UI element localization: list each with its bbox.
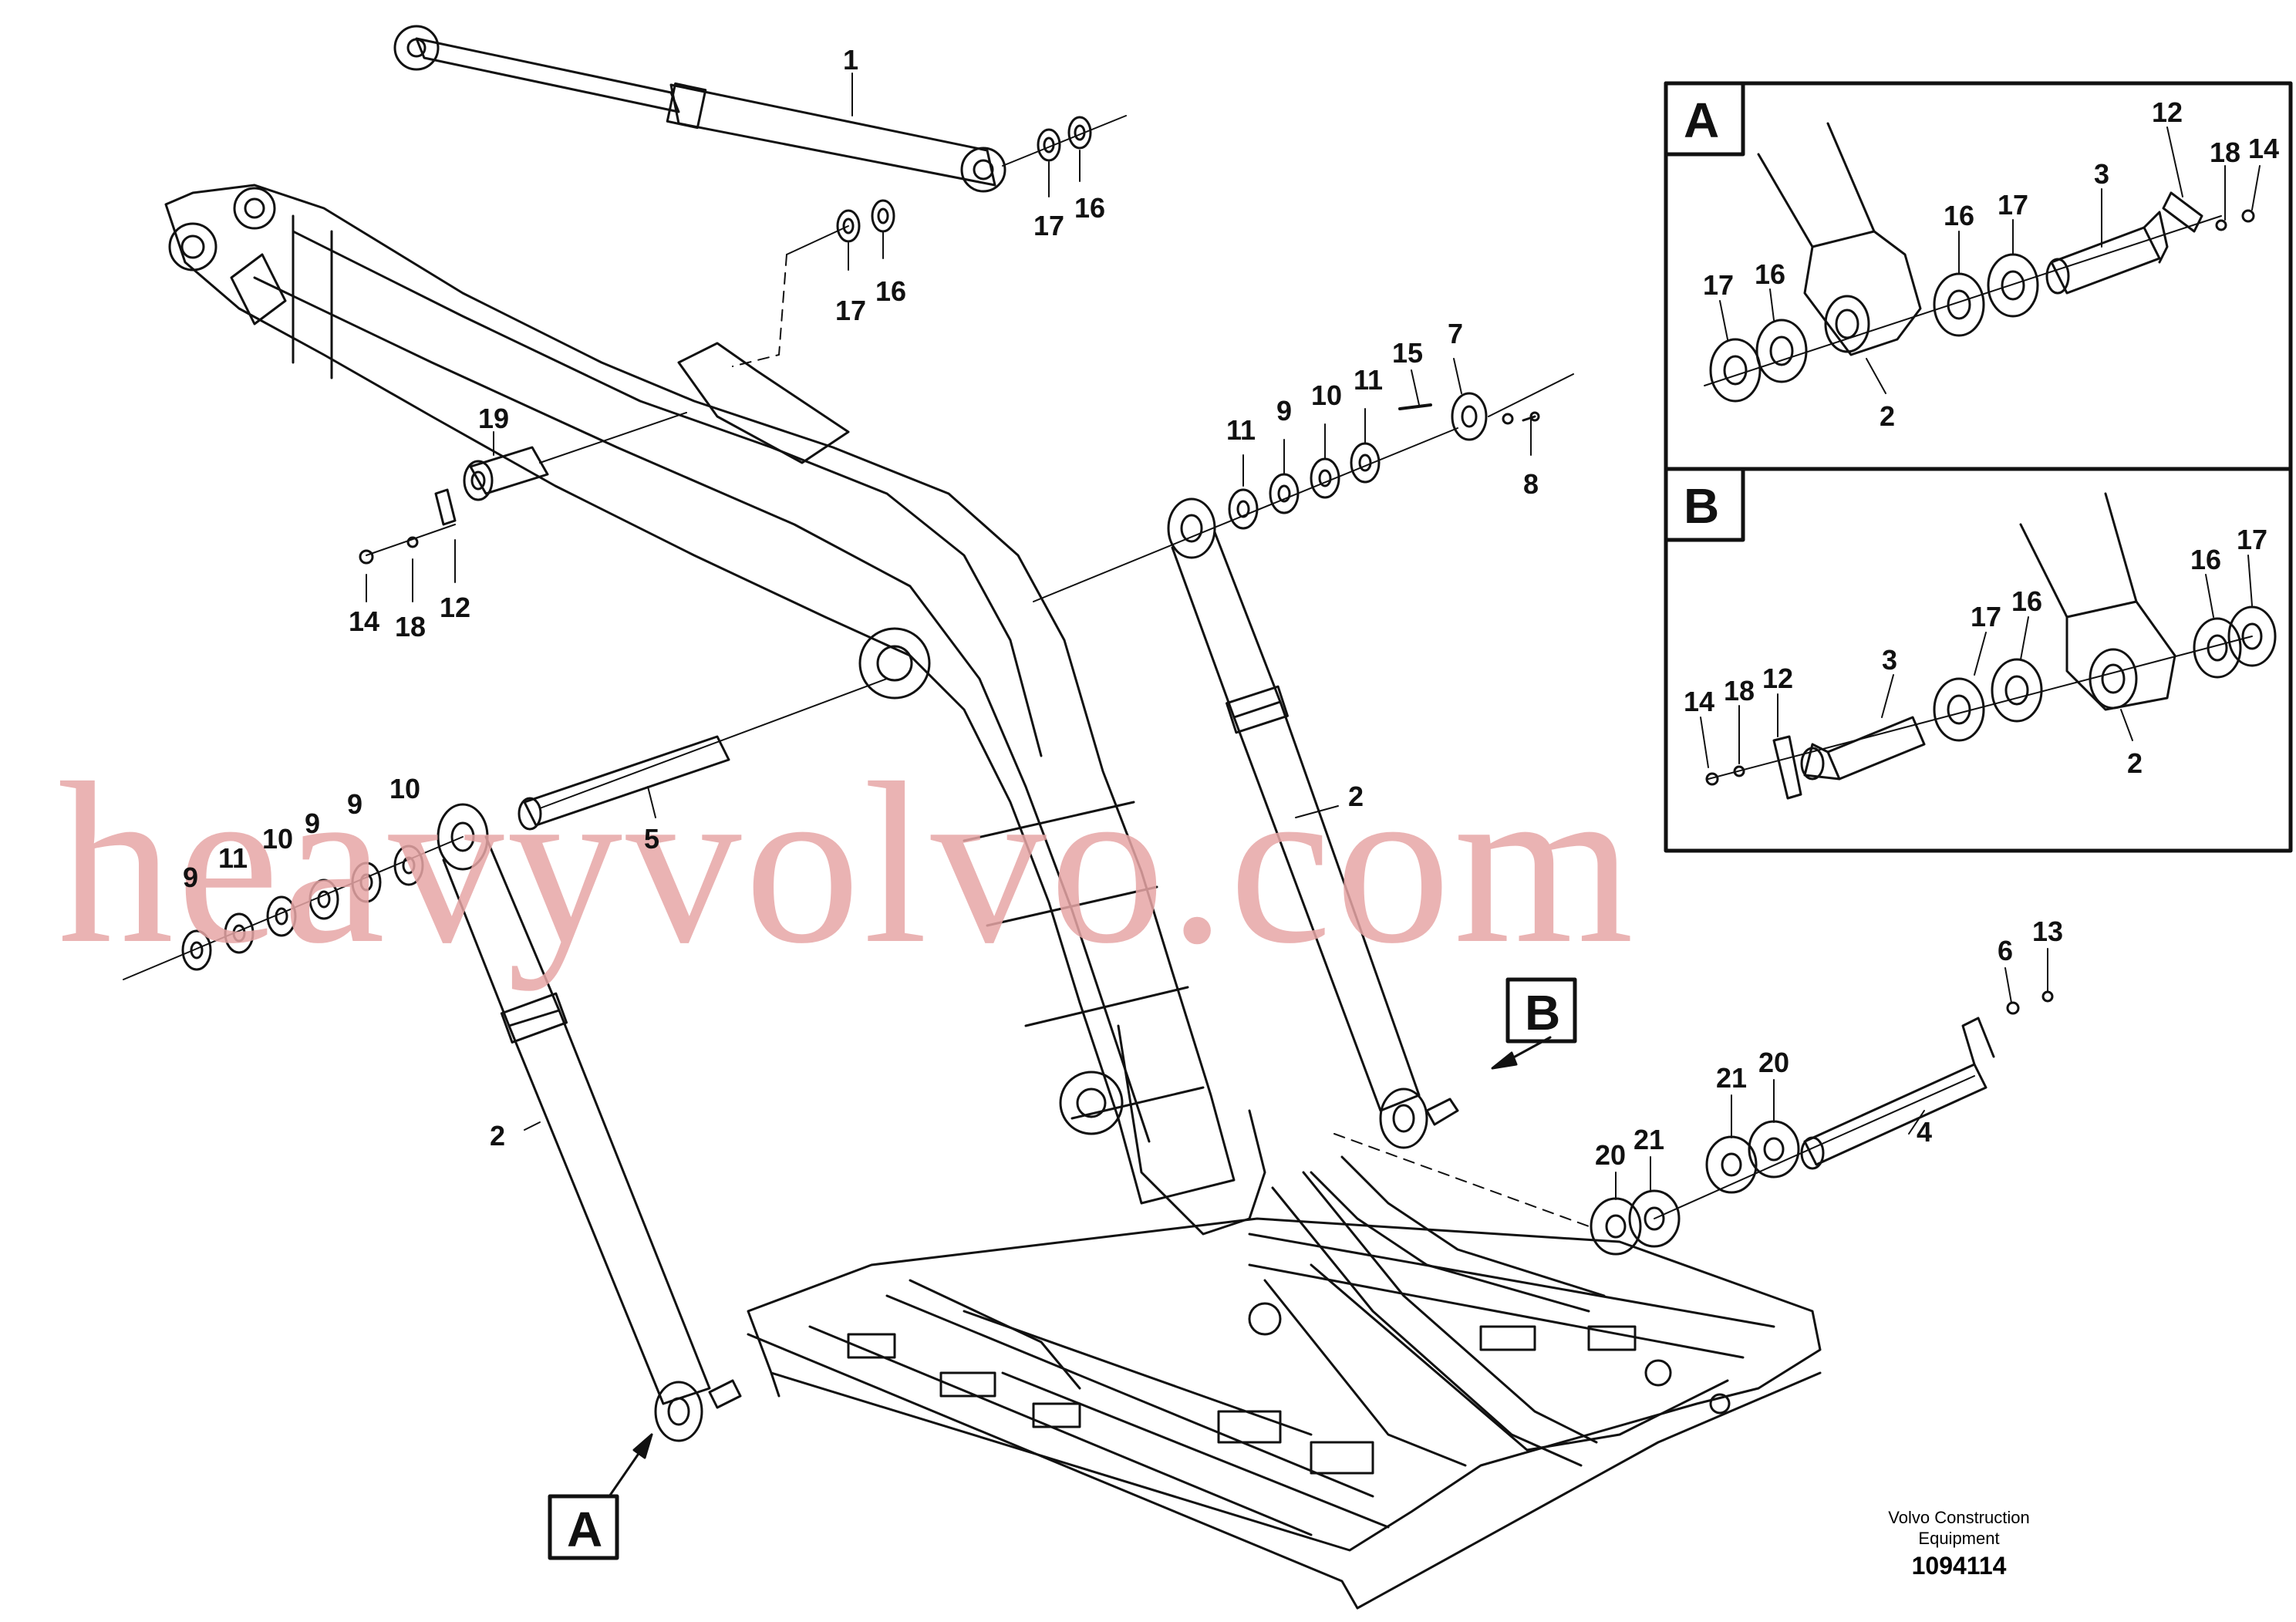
callout: 2	[2127, 747, 2143, 779]
callout: 14	[349, 605, 379, 637]
caption-line-2: Equipment	[1918, 1529, 2000, 1548]
callout: 12	[440, 592, 470, 623]
callout: 2	[1348, 781, 1364, 812]
pin-axis-1	[1002, 115, 1127, 167]
callout: 16	[1074, 192, 1105, 224]
detail-box-b	[1664, 467, 2293, 853]
part-19-pin	[359, 412, 687, 565]
callout: 17	[2237, 524, 2267, 555]
callout: 17	[835, 295, 866, 326]
callout: 9	[183, 862, 198, 893]
callout: 18	[2210, 137, 2240, 168]
washers-right-upper	[1228, 442, 1381, 530]
callout: 11	[1354, 364, 1383, 396]
callout: 12	[1762, 663, 1793, 694]
caption-line-1: Volvo Construction	[1888, 1508, 2030, 1527]
detail-b-parts	[1700, 492, 2277, 800]
view-marker-b: B	[1525, 985, 1560, 1040]
callout: 6	[1998, 935, 2013, 966]
detail-label-b: B	[1684, 478, 1719, 534]
callout: 18	[395, 611, 426, 642]
callout: 3	[2094, 158, 2109, 190]
callout: 9	[1276, 395, 1292, 427]
callout: 9	[305, 808, 320, 839]
callout: 8	[1523, 468, 1539, 500]
callout: 16	[875, 275, 906, 307]
callout: 17	[1703, 269, 1734, 301]
callout: 2	[1880, 400, 1895, 432]
callout: 16	[1944, 200, 1974, 231]
callout: 10	[389, 773, 420, 804]
drawing-number: 1094114	[1911, 1552, 2007, 1580]
washers-16-17-top	[836, 116, 1092, 243]
callout: 3	[1882, 644, 1897, 676]
washers-left	[181, 845, 424, 971]
watermark: heavyvolvo.com	[58, 735, 1637, 992]
callout: 4	[1917, 1116, 1932, 1148]
base-frame	[747, 1024, 1822, 1610]
detail-label-a: A	[1684, 93, 1719, 148]
callout: 5	[644, 823, 659, 855]
part-4-pin	[1800, 990, 2054, 1170]
leader-lines	[366, 73, 2048, 1200]
callout: 16	[2011, 585, 2042, 617]
callout: 21	[1716, 1062, 1747, 1094]
part-1-cylinder	[393, 25, 1006, 193]
detail-a-parts	[1704, 122, 2261, 403]
callout: 10	[262, 823, 293, 855]
callout: 20	[1758, 1047, 1789, 1078]
part-7-plate	[1398, 373, 1574, 441]
callout: 11	[1226, 414, 1256, 446]
callout: 13	[2032, 916, 2063, 947]
view-marker-a: A	[567, 1502, 602, 1557]
part-2-cylinder-left	[437, 803, 742, 1442]
callout: 14	[2248, 133, 2279, 164]
callout: 15	[1392, 337, 1423, 369]
callout: 2	[490, 1120, 505, 1152]
callout: 17	[1033, 210, 1064, 241]
boom	[164, 184, 1236, 1205]
callout: 11	[218, 842, 248, 874]
callout: 17	[1971, 601, 2001, 632]
part-5-pin	[518, 735, 730, 831]
callout: 7	[1448, 318, 1463, 349]
callout: 9	[347, 788, 362, 820]
callout: 10	[1311, 379, 1342, 411]
callout: 18	[1724, 675, 1755, 706]
part-callouts: 1 16 17 16 17 19 14 18 12 15 7 8 11 9 10…	[183, 44, 2279, 1171]
view-marker-box-a	[548, 1494, 619, 1560]
callout: 20	[1595, 1139, 1626, 1171]
view-marker-box-b	[1505, 977, 1577, 1044]
callout: 16	[2190, 544, 2221, 575]
callout: 12	[2152, 96, 2183, 128]
callout: 14	[1684, 686, 1714, 717]
callout: 19	[478, 403, 509, 434]
part-2-cylinder-right	[1167, 497, 1459, 1149]
callout: 16	[1755, 258, 1785, 290]
callout: 1	[843, 44, 858, 76]
callout: 21	[1633, 1124, 1664, 1155]
callout: 17	[1998, 189, 2028, 221]
